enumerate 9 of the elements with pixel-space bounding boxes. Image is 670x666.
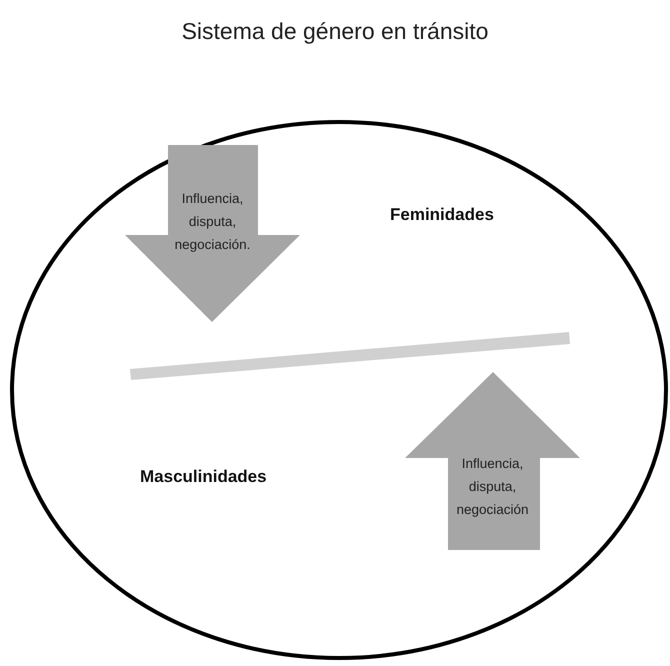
- divider-bar: [130, 332, 572, 380]
- region-label: Masculinidades: [140, 467, 267, 487]
- circle-outline: [10, 120, 668, 660]
- block-arrow: [405, 372, 580, 550]
- region-label: Feminidades: [390, 205, 494, 225]
- block-arrow: [125, 145, 300, 322]
- arrow-text: Influencia, disputa, negociación: [455, 455, 530, 519]
- arrow-text: Influencia, disputa, negociación.: [174, 190, 252, 254]
- diagram-title: Sistema de género en tránsito: [180, 18, 490, 45]
